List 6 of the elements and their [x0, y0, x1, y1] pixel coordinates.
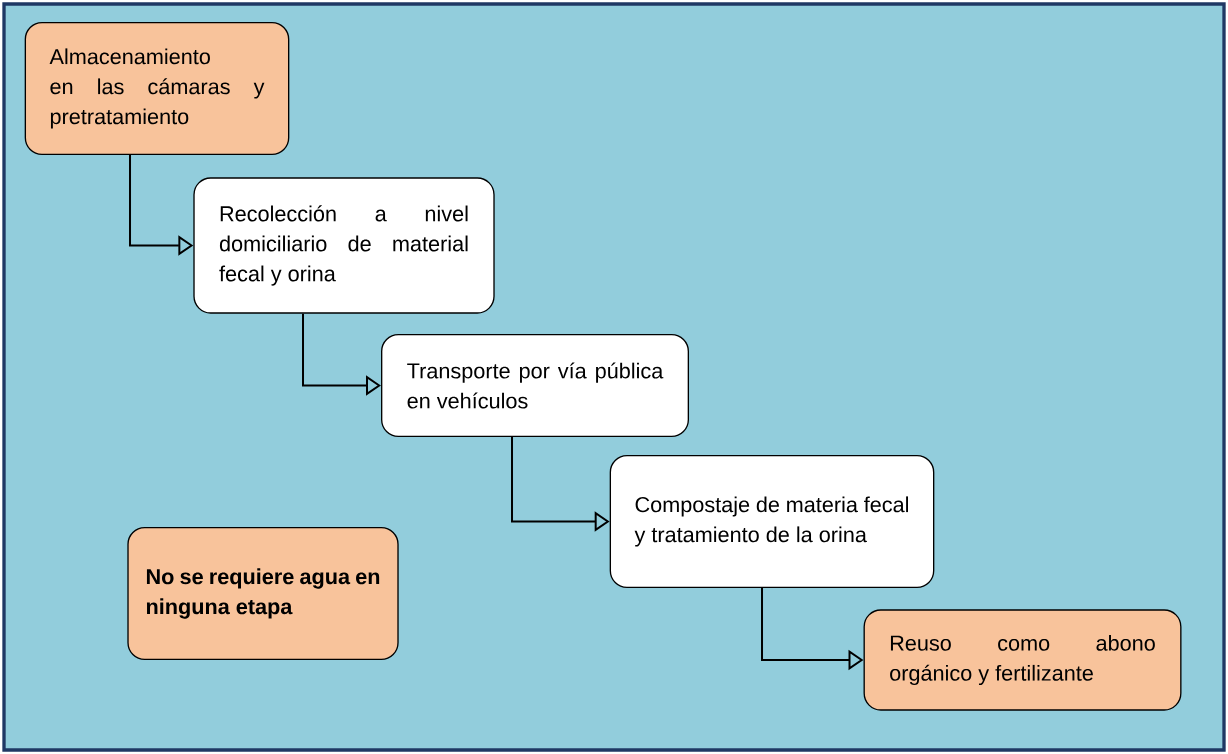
process-box: Recolección a nivel domiciliario de material fecal y orina	[193, 177, 495, 314]
process-box: Compostaje de materia fecal y tratamiento de la orina	[609, 455, 935, 588]
process-box: Transporte por vía pública en vehículos	[381, 334, 689, 437]
process-box: Almacenamiento en las cámaras y pretratamiento	[24, 22, 290, 155]
process-box: Reuso como abono orgánico y fertilizante	[863, 609, 1182, 711]
note-box: No se requiere agua en ninguna etapa	[127, 527, 399, 660]
